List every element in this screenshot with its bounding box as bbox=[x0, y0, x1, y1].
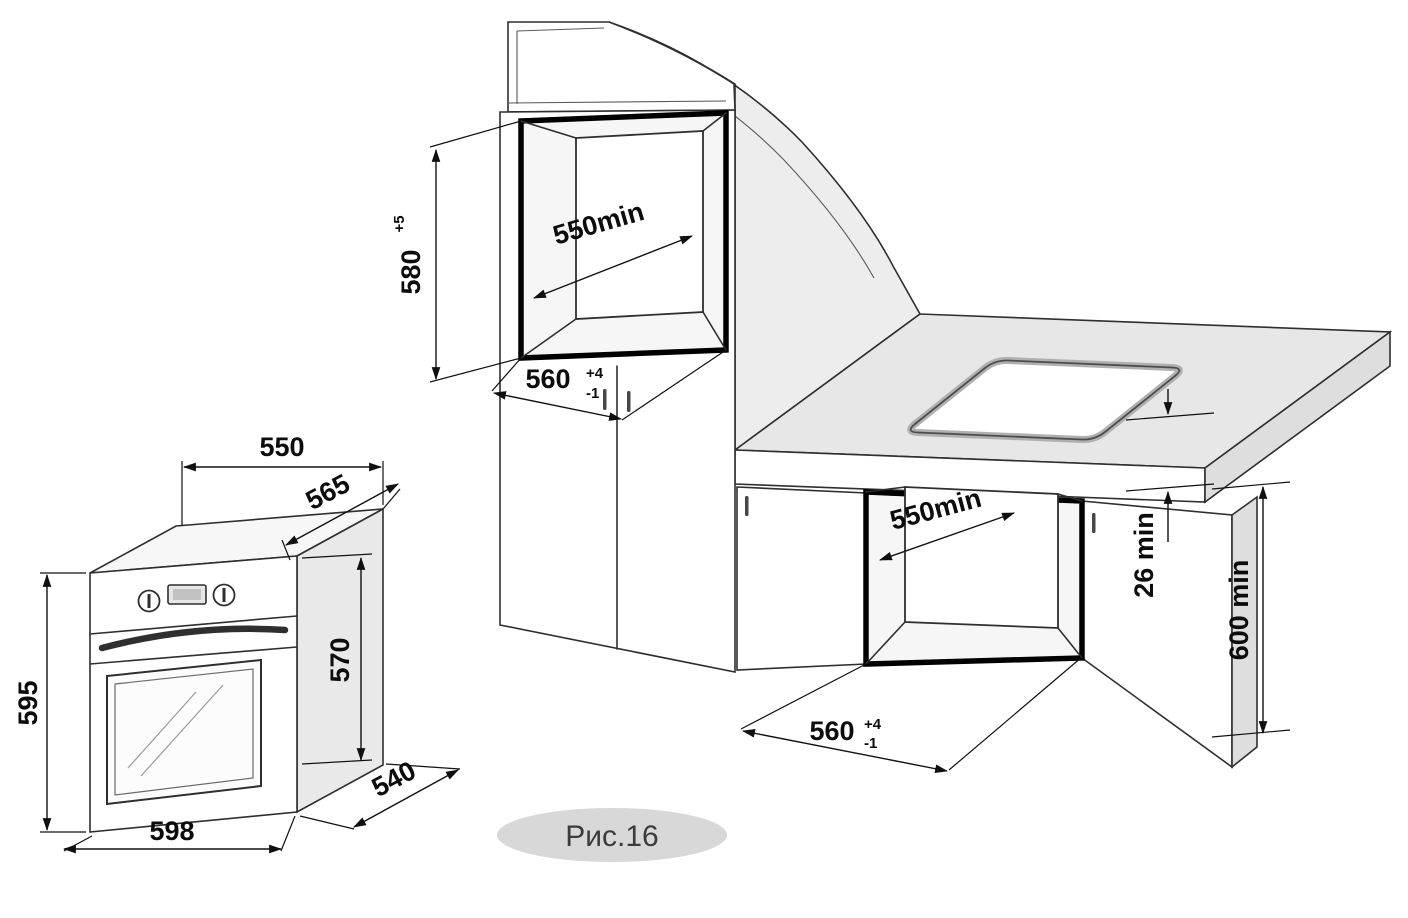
upper-cabinet bbox=[507, 21, 736, 113]
glass-inner bbox=[114, 668, 254, 796]
dimension-oven-top-width: 550 bbox=[181, 432, 384, 526]
lower-niche-edge-tl bbox=[865, 486, 906, 493]
dim-line bbox=[741, 729, 949, 773]
countertop-right-edge bbox=[1204, 330, 1391, 504]
oven-door-top-line bbox=[89, 646, 298, 665]
tall-cabinet-right-door-handle bbox=[627, 391, 631, 412]
upper-cabinet-face bbox=[507, 21, 736, 113]
ext-line bbox=[385, 763, 461, 770]
upper-niche-edge-bl bbox=[520, 318, 577, 359]
caption-text: Рис.16 bbox=[565, 820, 658, 853]
cabinet-view: 550min 580 +5 560 +4 -1 bbox=[391, 21, 1393, 773]
control-panel bbox=[137, 583, 236, 613]
glass-reflection bbox=[140, 684, 224, 777]
dimension-upper-niche-width: 560 +4 -1 bbox=[491, 349, 727, 421]
ext-line bbox=[280, 815, 296, 852]
ext-line bbox=[1211, 481, 1291, 490]
upper-niche-edge-tl bbox=[520, 120, 577, 139]
ext-line bbox=[948, 656, 1083, 771]
ext-line bbox=[740, 663, 867, 730]
base-right-side-panel bbox=[1231, 495, 1258, 769]
base-cabinets bbox=[736, 486, 1258, 769]
oven-display-screen bbox=[173, 589, 201, 600]
dimension-side-clearance: 600 min bbox=[1211, 481, 1291, 738]
ext-line bbox=[491, 357, 522, 392]
ext-line bbox=[429, 357, 522, 383]
base-right-door-handle bbox=[1092, 513, 1096, 533]
ext-line bbox=[429, 120, 522, 148]
upper-niche-width-label: 560 bbox=[525, 364, 570, 394]
dimension-oven-height: 595 bbox=[13, 572, 86, 833]
side-clearance-label: 600 min bbox=[1224, 560, 1254, 661]
upper-niche: 550min bbox=[518, 110, 729, 361]
oven-top-depth-label: 565 bbox=[301, 468, 355, 516]
lower-niche-width-label: 560 bbox=[809, 716, 854, 746]
lower-niche-edge-tr bbox=[1057, 493, 1083, 502]
dimension-top-clearance: 26 min bbox=[1125, 389, 1215, 598]
glass-reflection bbox=[127, 691, 197, 769]
oven-door-handle bbox=[98, 625, 289, 652]
upper-niche-width-tol-up: +4 bbox=[586, 365, 604, 382]
cooktop-cutout bbox=[907, 356, 1183, 444]
lower-niche-depth-arrow bbox=[878, 512, 1016, 561]
dimension-niche-height: 580 +5 bbox=[391, 120, 522, 383]
control-panel-divider bbox=[89, 615, 298, 635]
dimension-lower-niche-width: 560 +4 -1 bbox=[740, 656, 1083, 773]
upper-niche-depth-arrow bbox=[532, 235, 694, 299]
lower-niche-width-tol-down: -1 bbox=[864, 735, 877, 752]
ext-line bbox=[301, 553, 373, 559]
upper-cabinet-top-line bbox=[516, 27, 605, 32]
ext-line bbox=[1125, 483, 1215, 492]
oven-view: 595 598 550 565 570 bbox=[13, 432, 461, 854]
cooktop-cutout-inner bbox=[909, 359, 1181, 441]
upper-niche-edge-br bbox=[702, 311, 727, 351]
base-left-door-handle bbox=[745, 496, 749, 516]
upper-niche-edge-tr bbox=[702, 112, 727, 132]
base-left-door bbox=[736, 486, 867, 671]
lower-niche: 550min bbox=[863, 483, 1085, 667]
caption-background bbox=[497, 808, 727, 862]
ext-line bbox=[281, 539, 291, 561]
oven-height-label: 595 bbox=[13, 680, 43, 725]
lower-niche-edge-bl bbox=[865, 621, 906, 665]
dimension-oven-front-width: 598 bbox=[62, 815, 296, 854]
upper-cabinet-bottom-line bbox=[507, 100, 727, 104]
ext-line bbox=[299, 815, 355, 830]
tall-cabinet-left-door-handle bbox=[603, 389, 607, 410]
figure-caption: Рис.16 bbox=[497, 808, 727, 862]
oven-top-width-label: 550 bbox=[259, 432, 304, 462]
top-clearance-label: 26 min bbox=[1129, 512, 1159, 598]
ext-line bbox=[1125, 412, 1215, 421]
glass-outer bbox=[106, 658, 262, 806]
niche-height-tolerance: +5 bbox=[391, 215, 408, 232]
oven-door-glass bbox=[106, 658, 262, 806]
lower-niche-width-tol-up: +4 bbox=[864, 716, 882, 733]
dim-line bbox=[353, 769, 459, 828]
dimension-oven-body-height: 570 bbox=[301, 553, 373, 765]
ext-line bbox=[1211, 729, 1291, 738]
dim-line bbox=[492, 391, 623, 421]
niche-height-label: 580 bbox=[396, 249, 426, 294]
lower-niche-edge-br bbox=[1057, 627, 1083, 659]
ext-line bbox=[621, 349, 727, 421]
dim-line bbox=[285, 483, 399, 546]
ext-line bbox=[382, 488, 401, 510]
upper-niche-width-tol-down: -1 bbox=[586, 385, 599, 402]
oven-front-width-label: 598 bbox=[149, 816, 194, 846]
oven-body-height-label: 570 bbox=[325, 637, 355, 682]
